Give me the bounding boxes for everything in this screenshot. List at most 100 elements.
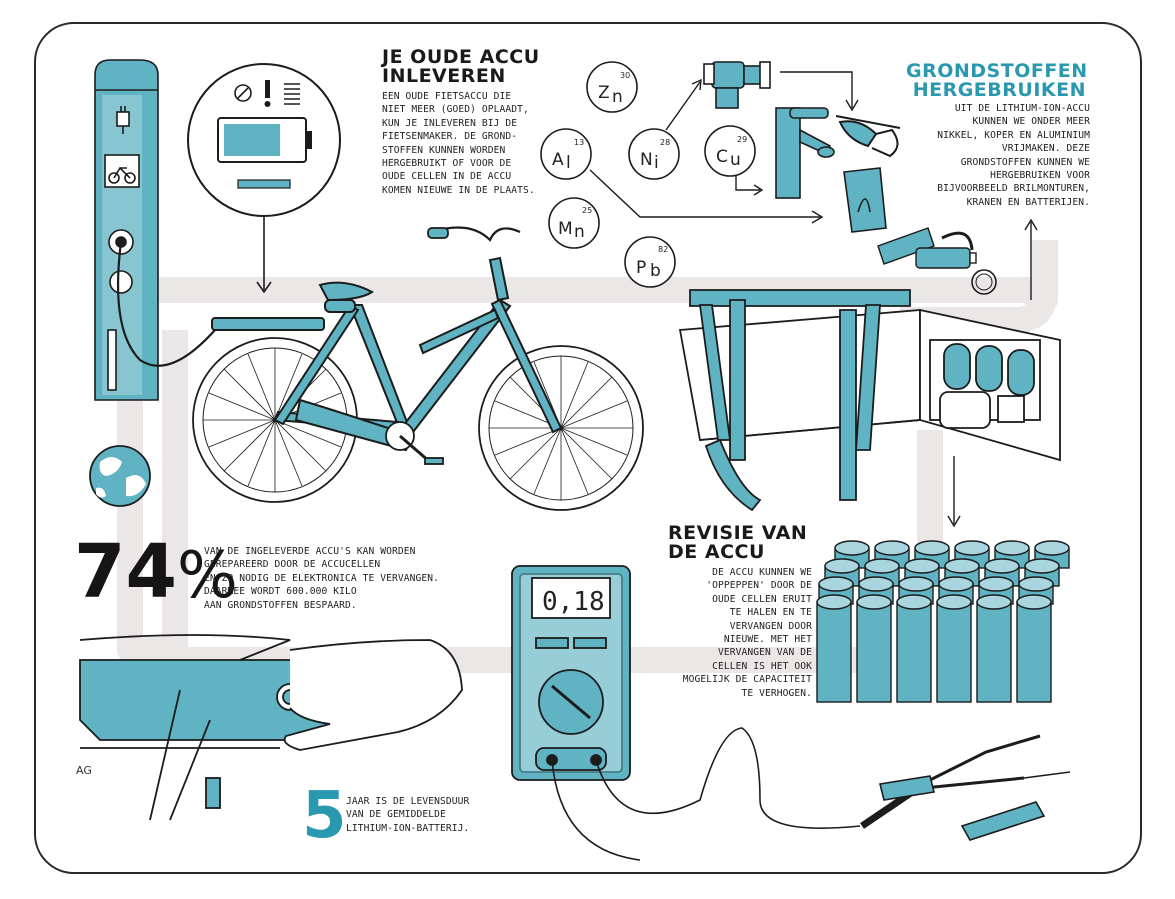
revisie-body-line: VERVANGEN VAN DE <box>717 647 812 659</box>
revisie-body-line: DE ACCU KUNNEN WE <box>712 567 812 578</box>
element-symbol-suffix: u <box>730 150 741 170</box>
battery-cell-top <box>976 594 1012 610</box>
battery-cell-top <box>936 594 972 610</box>
glasses-icon <box>835 115 901 158</box>
lifespan-stat-line: JAAR IS DE LEVENSDUUR <box>346 796 470 807</box>
revisie-title: REVISIE VAN DE ACCU <box>668 524 807 562</box>
battery-cell-top <box>984 558 1020 574</box>
charging-cable <box>116 241 216 367</box>
battery-cell <box>856 601 892 703</box>
revisie-body-line: OUDE CELLEN ERUIT <box>712 593 812 605</box>
battery-pack-illustration <box>678 289 1061 512</box>
battery-cell-top <box>978 576 1014 592</box>
grondstoffen-body-line: KUNNEN WE ONDER MEER <box>972 116 1090 128</box>
element-symbol-suffix: i <box>654 153 659 173</box>
battery-cell-top <box>914 540 950 556</box>
revisie-body-line: TE HALEN EN TE <box>729 607 812 619</box>
element-aluminium: A l 13 <box>552 138 584 173</box>
battery-cell-top <box>896 594 932 610</box>
lifespan-stat-line: LITHIUM-ION-BATTERIJ. <box>346 822 470 834</box>
element-zinc: Z n 30 <box>598 71 630 107</box>
menu-lines-icon <box>284 83 300 105</box>
artist-signature: AG <box>76 764 92 777</box>
lifespan-stat-line: VAN DE GEMIDDELDE <box>346 809 446 821</box>
battery-cell-top <box>1018 576 1054 592</box>
repair-stat: 74% <box>74 532 238 616</box>
grondstoffen-body-line: BIJVOORBEELD BRILMONTUREN, <box>937 183 1090 195</box>
repair-stat-value: 74 <box>74 529 177 615</box>
revisie-body-line: TE VERHOGEN. <box>741 687 812 699</box>
page-border <box>34 22 1142 874</box>
battery-cell-top <box>898 576 934 592</box>
battery-low-icon <box>217 117 312 163</box>
element-manganese: M n 25 <box>558 206 592 242</box>
element-symbol-suffix: n <box>612 87 623 107</box>
element-symbol: A <box>552 150 564 170</box>
grondstoffen-body-line: VRIJMAKEN. DEZE <box>1001 143 1090 155</box>
material-arrows <box>589 71 1038 528</box>
faucet-icon <box>775 107 835 199</box>
element-symbol: P <box>636 258 646 278</box>
soda-can-icon <box>843 167 887 233</box>
plug-icon <box>116 106 130 134</box>
grondstoffen-title: GRONDSTOFFEN HERGEBRUIKEN <box>906 60 1088 100</box>
bicycle-sign-icon <box>104 154 140 188</box>
battery-in-hand-illustration <box>79 634 463 821</box>
grondstoffen-title-line: GRONDSTOFFEN <box>906 60 1088 82</box>
revisie-body-line: NIEUWE. MET HET <box>723 634 812 646</box>
multimeter-illustration <box>511 565 631 781</box>
battery-cell-top <box>904 558 940 574</box>
element-number: 30 <box>620 71 630 80</box>
battery-cell <box>896 601 932 703</box>
inleveren-body-line: NIET MEER (GOED) OPLAADT, <box>382 104 529 116</box>
inleveren-body-line: OUDE CELLEN IN DE ACCU <box>382 171 512 183</box>
element-number: 13 <box>574 138 584 147</box>
revisie-body-line: MOGELIJK DE CAPACITEIT <box>682 674 812 686</box>
globe-icon <box>89 445 151 507</box>
battery-cell-top <box>864 558 900 574</box>
revisie-body-line: 'OPPEPPEN' DOOR DE <box>706 580 812 592</box>
battery-cell <box>936 601 972 703</box>
repair-stat-line: AAN GRONDSTOFFEN BESPAARD. <box>204 599 357 611</box>
battery-cell-top <box>938 576 974 592</box>
repair-stat-line: VAN DE INGELEVERDE ACCU'S KAN WORDEN <box>204 546 416 557</box>
inleveren-title-line: INLEVEREN <box>382 65 506 87</box>
element-circles <box>540 61 756 288</box>
revisie-body-line: VERVANGEN DOOR <box>729 620 812 632</box>
revisie-title-line: DE ACCU <box>668 541 765 563</box>
element-symbol: C <box>716 147 728 167</box>
battery-cell-top <box>856 594 892 610</box>
element-symbol: Z <box>598 83 610 103</box>
battery-cell-top <box>944 558 980 574</box>
lifespan-stat-body: JAAR IS DE LEVENSDUUR VAN DE GEMIDDELDE … <box>346 795 469 835</box>
battery-cell-top <box>818 576 854 592</box>
battery-cells-illustration <box>816 540 1070 703</box>
aa-battery-icon <box>877 227 977 269</box>
battery-cell <box>976 601 1012 703</box>
grondstoffen-body-line: UIT DE LITHIUM-ION-ACCU <box>954 103 1090 114</box>
ring-icon <box>971 269 997 295</box>
element-symbol: N <box>640 150 653 170</box>
charging-station <box>94 59 159 401</box>
bicycle-illustration <box>192 226 644 511</box>
inleveren-body-line: STOFFEN KUNNEN WORDEN <box>382 144 506 156</box>
inleveren-body-line: KUN JE INLEVEREN BIJ DE <box>382 117 518 129</box>
inleveren-body-line: KOMEN NIEUWE IN DE PLAATS. <box>382 184 535 196</box>
element-symbol-suffix: b <box>650 261 661 281</box>
battery-cell-top <box>824 558 860 574</box>
battery-cell <box>1016 601 1052 703</box>
element-lead: P b 82 <box>636 245 668 281</box>
element-number: 28 <box>660 138 670 147</box>
element-nickel: N i 28 <box>640 138 670 173</box>
battery-cell-top <box>1016 594 1052 610</box>
element-symbol-suffix: l <box>566 153 571 173</box>
repair-stat-line: DAARMEE WORDT 600.000 KILO <box>204 586 357 598</box>
battery-status-bubble <box>187 63 341 217</box>
multimeter-reading: 0,18 <box>542 587 605 617</box>
element-copper: C u 29 <box>716 135 747 170</box>
repair-stat-unit: % <box>176 539 238 613</box>
inleveren-body: EEN OUDE FIETSACCU DIE NIET MEER (GOED) … <box>382 90 535 197</box>
element-number: 82 <box>658 245 668 254</box>
lifespan-stat-value: 5 <box>302 779 347 853</box>
battery-cell-top <box>858 576 894 592</box>
